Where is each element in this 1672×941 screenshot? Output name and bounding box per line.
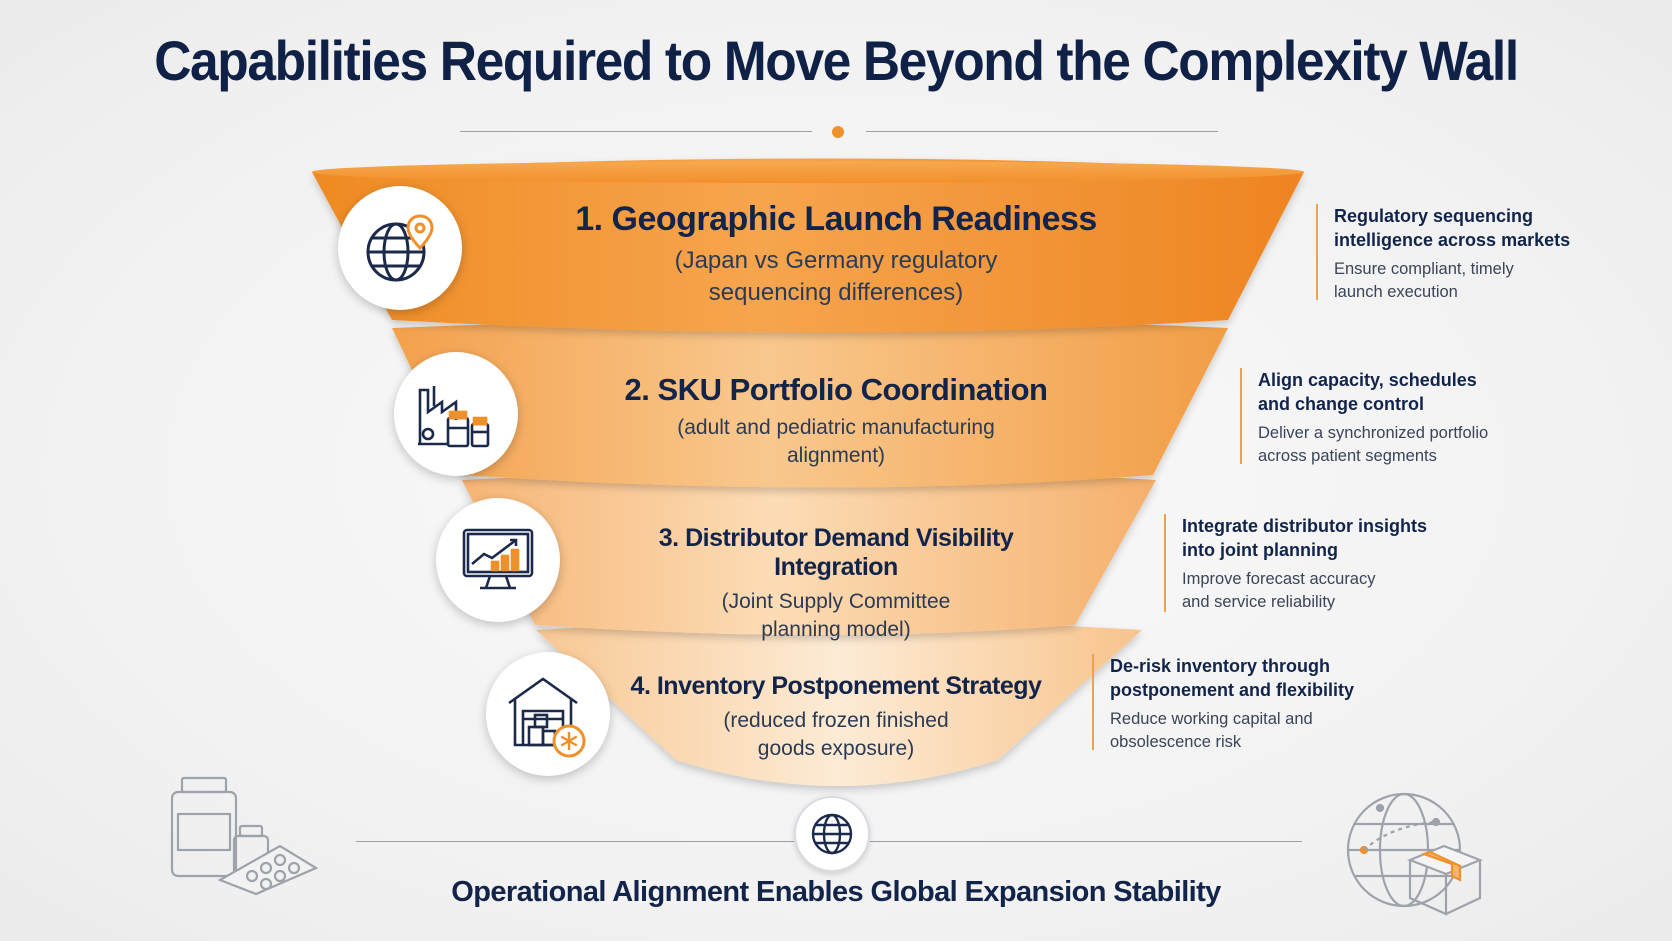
tier1-subtitle: (Japan vs Germany regulatory sequencing … <box>560 245 1112 308</box>
tier2-side-body-line2: across patient segments <box>1258 447 1437 465</box>
funnel-tier-3 <box>462 470 1156 635</box>
tier1-title: 1. Geographic Launch Readiness <box>560 200 1112 239</box>
tier3-side-heading: Integrate distributor insights into join… <box>1182 514 1464 562</box>
tier2-subtitle-line2: alignment) <box>786 443 886 467</box>
tier3-side-body: Improve forecast accuracy and service re… <box>1182 568 1464 614</box>
medicine-bottles-icon <box>170 776 318 896</box>
globe-location-icon <box>366 214 434 282</box>
tier1-side-note: Regulatory sequencing intelligence acros… <box>1316 204 1616 304</box>
tier4-side-heading-line1: De-risk inventory through <box>1110 656 1331 676</box>
funnel-tier-1 <box>312 158 1304 333</box>
bottom-globe-circle <box>794 796 870 872</box>
tier2-subtitle: (adult and pediatric manufacturing align… <box>600 414 1072 469</box>
tier3-number: 3. <box>658 524 679 552</box>
tier3-text: 3. Distributor Demand Visibility Integra… <box>600 524 1072 643</box>
tier1-side-body-line2: launch execution <box>1334 283 1458 301</box>
tier1-text: 1. Geographic Launch Readiness (Japan vs… <box>560 200 1112 308</box>
tier1-number: 1. <box>575 200 603 238</box>
tier2-side-body-line1: Deliver a synchronized portfolio <box>1258 424 1489 442</box>
tier4-text: 4. Inventory Postponement Strategy (redu… <box>620 672 1052 762</box>
bottom-divider-right <box>870 841 1302 842</box>
tier3-side-body-line2: and service reliability <box>1182 593 1336 611</box>
funnel-tier-4 <box>536 621 1142 786</box>
bottom-divider-left <box>356 841 794 842</box>
tier2-number: 2. <box>624 372 650 407</box>
tier2-title-text: SKU Portfolio Coordination <box>657 372 1048 407</box>
factory-vials-icon <box>418 386 490 448</box>
tier3-side-heading-line2: into joint planning <box>1182 540 1338 560</box>
tier3-side-heading-line1: Integrate distributor insights <box>1182 516 1428 536</box>
tier3-side-bar <box>1164 514 1166 612</box>
tier1-icon-circle <box>338 186 462 310</box>
tier2-side-heading-line1: Align capacity, schedules <box>1258 370 1477 390</box>
tier4-side-heading-line2: postponement and flexibility <box>1110 680 1355 700</box>
tier2-icon-circle <box>394 352 518 476</box>
globe-package-icon <box>1346 792 1483 916</box>
tier4-subtitle: (reduced frozen finished goods exposure) <box>620 707 1052 762</box>
footer-statement: Operational Alignment Enables Global Exp… <box>451 876 1221 908</box>
tier4-number: 4. <box>630 672 651 700</box>
title-divider-dot <box>832 126 844 138</box>
title-divider-right <box>866 131 1218 132</box>
warehouse-snowflake-icon <box>508 677 586 758</box>
tier2-side-heading-line2: and change control <box>1258 394 1425 414</box>
funnel-rim <box>312 161 1304 183</box>
tier2-text: 2. SKU Portfolio Coordination (adult and… <box>600 372 1072 469</box>
tier4-title-text: Inventory Postponement Strategy <box>656 672 1042 700</box>
tier1-subtitle-line2: sequencing differences) <box>708 278 964 306</box>
tier4-side-body-line2: obsolescence risk <box>1110 733 1242 751</box>
tier2-title: 2. SKU Portfolio Coordination <box>600 372 1072 408</box>
title-divider-left <box>460 131 812 132</box>
tier3-title-text: Distributor Demand Visibility Integratio… <box>685 524 1014 581</box>
monitor-chart-icon <box>462 528 534 590</box>
tier3-subtitle-line2: planning model) <box>761 617 911 641</box>
tier4-title: 4. Inventory Postponement Strategy <box>620 672 1052 701</box>
tier1-side-bar <box>1316 204 1318 300</box>
tier2-subtitle-line1: (adult and pediatric manufacturing <box>677 416 995 439</box>
tier1-side-body-line1: Ensure compliant, timely <box>1334 260 1514 278</box>
tier3-title: 3. Distributor Demand Visibility Integra… <box>600 524 1072 582</box>
tier4-side-heading: De-risk inventory through postponement a… <box>1110 654 1392 702</box>
tier4-subtitle-line1: (reduced frozen finished <box>723 709 949 732</box>
tier1-side-heading: Regulatory sequencing intelligence acros… <box>1334 204 1616 252</box>
tier1-title-text: Geographic Launch Readiness <box>611 200 1098 238</box>
tier2-side-note: Align capacity, schedules and change con… <box>1240 368 1540 468</box>
tier2-side-body: Deliver a synchronized portfolio across … <box>1258 422 1540 468</box>
tier2-side-bar <box>1240 368 1242 464</box>
tier2-side-heading: Align capacity, schedules and change con… <box>1258 368 1540 416</box>
page-title: Capabilities Required to Move Beyond the… <box>154 29 1519 92</box>
tier1-side-heading-line1: Regulatory sequencing <box>1334 206 1534 226</box>
tier4-side-body: Reduce working capital and obsolescence … <box>1110 708 1392 754</box>
tier3-subtitle-line1: (Joint Supply Committee <box>721 590 951 613</box>
globe-icon <box>811 813 853 855</box>
tier1-side-heading-line2: intelligence across markets <box>1334 230 1571 250</box>
tier3-subtitle: (Joint Supply Committee planning model) <box>600 588 1072 643</box>
tier3-side-note: Integrate distributor insights into join… <box>1164 514 1464 614</box>
tier3-icon-circle <box>436 498 560 622</box>
tier3-side-body-line1: Improve forecast accuracy <box>1182 570 1376 588</box>
tier1-side-body: Ensure compliant, timely launch executio… <box>1334 258 1616 304</box>
tier1-subtitle-line1: (Japan vs Germany regulatory <box>674 247 998 274</box>
tier4-side-body-line1: Reduce working capital and <box>1110 710 1313 728</box>
tier4-subtitle-line2: goods exposure) <box>757 736 915 760</box>
tier4-side-bar <box>1092 654 1094 750</box>
tier4-icon-circle <box>486 652 610 776</box>
tier4-side-note: De-risk inventory through postponement a… <box>1092 654 1392 754</box>
funnel-tier-2 <box>392 319 1228 488</box>
